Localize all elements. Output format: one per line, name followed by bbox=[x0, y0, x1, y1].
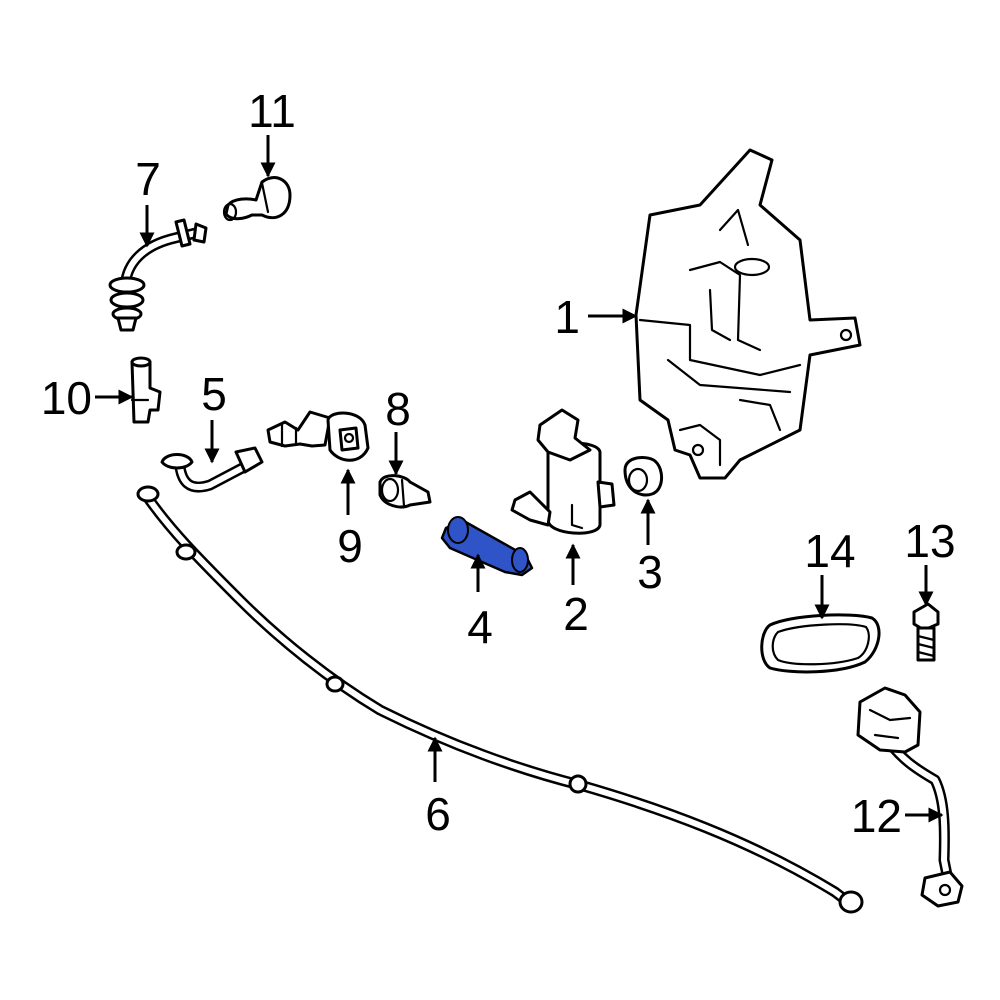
pump-grommet[interactable] bbox=[623, 456, 663, 497]
headlamp-washer-nozzle[interactable] bbox=[856, 686, 964, 908]
callout-12[interactable]: 12 bbox=[851, 790, 902, 842]
elbow-hose[interactable] bbox=[108, 218, 208, 332]
callout-6[interactable]: 6 bbox=[425, 788, 451, 840]
nozzle-cover[interactable] bbox=[760, 613, 881, 674]
callout-2[interactable]: 2 bbox=[563, 588, 589, 640]
check-valve[interactable] bbox=[378, 474, 432, 509]
callout-3[interactable]: 3 bbox=[637, 546, 663, 598]
plug-fitting[interactable] bbox=[222, 176, 292, 222]
callout-11[interactable]: 11 bbox=[248, 85, 296, 137]
callout-8[interactable]: 8 bbox=[385, 383, 411, 435]
bolt[interactable] bbox=[912, 602, 940, 662]
callout-13[interactable]: 13 bbox=[904, 515, 955, 567]
callout-14[interactable]: 14 bbox=[804, 525, 855, 577]
callout-4[interactable]: 4 bbox=[467, 601, 493, 653]
nozzle-connector[interactable] bbox=[266, 410, 370, 462]
washer-reservoir[interactable] bbox=[634, 148, 862, 480]
washer-pump[interactable] bbox=[510, 408, 616, 535]
callout-5[interactable]: 5 bbox=[201, 368, 227, 420]
callout-numbers: 1 2 3 4 5 6 7 8 9 10 11 12 13 14 bbox=[41, 85, 956, 842]
washer-hose-long[interactable] bbox=[136, 485, 864, 914]
callout-7[interactable]: 7 bbox=[135, 153, 161, 205]
callout-10[interactable]: 10 bbox=[41, 372, 92, 424]
hose-connector-highlighted[interactable] bbox=[440, 516, 534, 577]
callout-9[interactable]: 9 bbox=[337, 520, 363, 572]
tee-connector[interactable] bbox=[130, 356, 162, 424]
callout-leaders bbox=[95, 135, 944, 823]
callout-1[interactable]: 1 bbox=[554, 291, 580, 343]
hose-elbow[interactable] bbox=[160, 446, 264, 493]
